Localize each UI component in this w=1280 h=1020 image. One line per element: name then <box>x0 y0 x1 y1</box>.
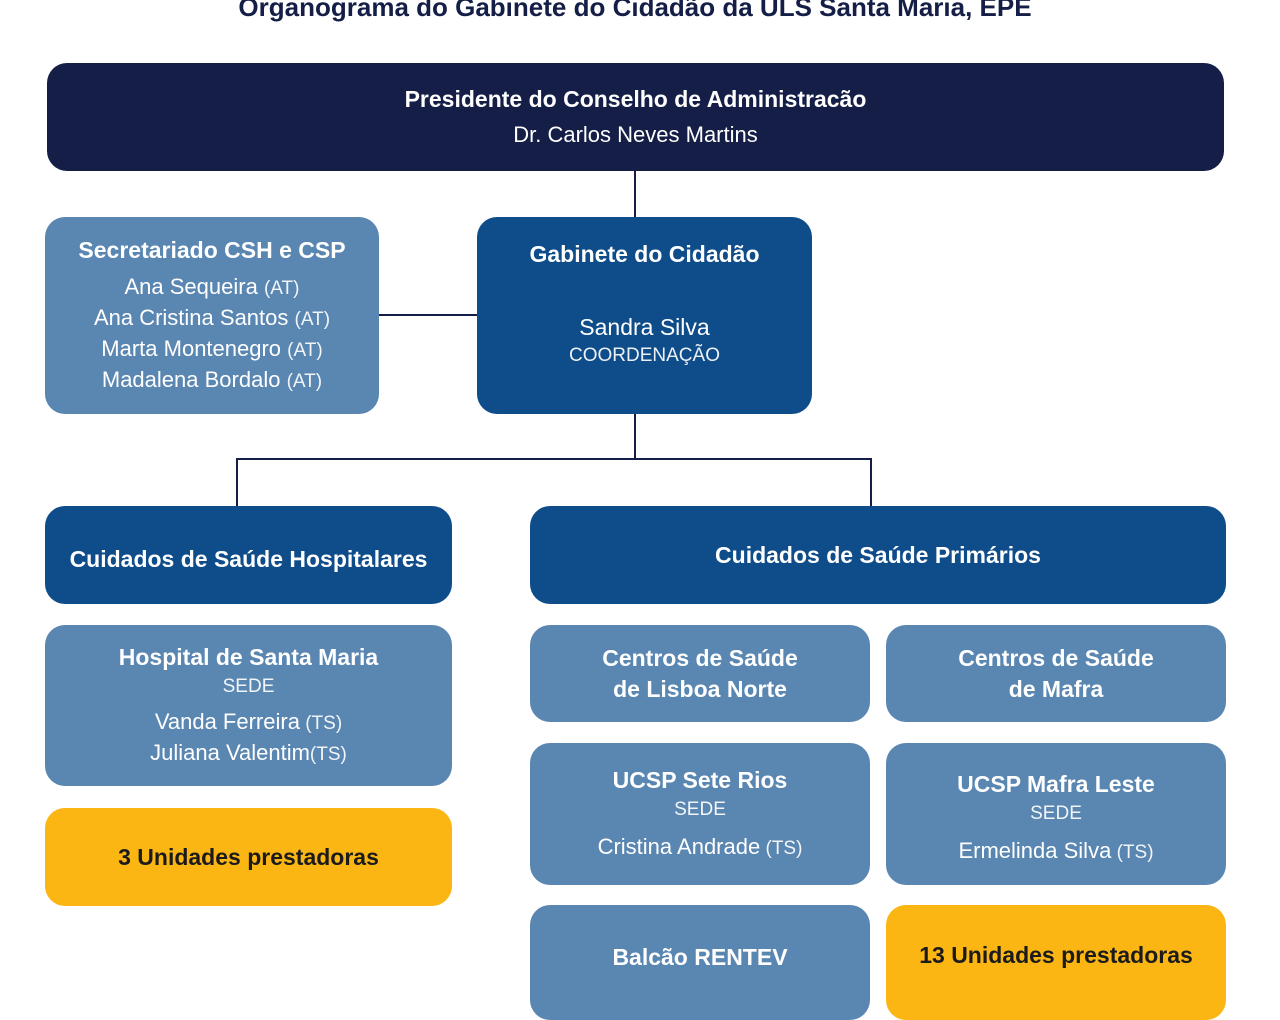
gabinete-role: COORDENAÇÃO <box>569 345 720 366</box>
seterios-box: UCSP Sete Rios SEDE Cristina Andrade (TS… <box>530 743 870 885</box>
hospital-title: Hospital de Santa Maria <box>118 644 379 670</box>
csp-title: Cuidados de Saúde Primários <box>715 541 1041 568</box>
mafra-line2: de Mafra <box>1008 675 1104 702</box>
secretariado-title: Secretariado CSH e CSP <box>78 237 346 263</box>
connector <box>634 414 636 460</box>
member: Cristina Andrade (TS) <box>597 834 803 859</box>
connector <box>870 458 872 506</box>
seterios-title: UCSP Sete Rios <box>612 767 788 793</box>
member: Juliana Valentim(TS) <box>150 740 347 765</box>
lisboa-line1: Centros de Saúde <box>602 644 798 671</box>
connector <box>379 314 477 316</box>
member: Ermelinda Silva (TS) <box>958 838 1154 863</box>
mafra-line1: Centros de Saúde <box>958 644 1154 671</box>
mafraleste-title: UCSP Mafra Leste <box>957 771 1155 797</box>
hospital-box: Hospital de Santa Maria SEDE Vanda Ferre… <box>45 625 452 786</box>
csp-units: 13 Unidades prestadoras <box>919 942 1193 968</box>
hospital-sub: SEDE <box>222 676 275 697</box>
gabinete-box: Gabinete do Cidadão Sandra Silva COORDEN… <box>477 217 812 414</box>
connector <box>236 458 872 460</box>
csh-title: Cuidados de Saúde Hospitalares <box>69 545 428 572</box>
member: Ana Cristina Santos (AT) <box>93 305 331 330</box>
president-box: Presidente do Conselho de Administracão … <box>47 63 1224 171</box>
balcao-box: Balcão RENTEV <box>530 905 870 1020</box>
gabinete-title: Gabinete do Cidadão <box>529 241 760 267</box>
csh-units: 3 Unidades prestadoras <box>118 843 379 870</box>
csp-units-box: 13 Unidades prestadoras <box>886 905 1226 1020</box>
president-role: Presidente do Conselho de Administracão <box>404 86 867 112</box>
csh-units-box: 3 Unidades prestadoras <box>45 808 452 906</box>
seterios-sub: SEDE <box>674 799 726 820</box>
member: Vanda Ferreira (TS) <box>154 709 343 734</box>
member: Ana Sequeira (AT) <box>124 274 300 299</box>
gabinete-name: Sandra Silva <box>579 314 710 340</box>
mafra-box: Centros de Saúde de Mafra <box>886 625 1226 722</box>
balcao-label: Balcão RENTEV <box>612 944 788 970</box>
member: Marta Montenegro (AT) <box>101 336 323 361</box>
lisboa-line2: de Lisboa Norte <box>613 675 787 702</box>
connector <box>634 171 636 217</box>
connector <box>236 458 238 506</box>
member: Madalena Bordalo (AT) <box>101 367 323 392</box>
lisboa-box: Centros de Saúde de Lisboa Norte <box>530 625 870 722</box>
chart-title: Organograma do Gabinete do Cidadão da UL… <box>238 0 1032 22</box>
mafraleste-sub: SEDE <box>1030 803 1082 824</box>
mafraleste-box: UCSP Mafra Leste SEDE Ermelinda Silva (T… <box>886 743 1226 885</box>
president-name: Dr. Carlos Neves Martins <box>513 122 758 147</box>
csh-box: Cuidados de Saúde Hospitalares <box>45 506 452 604</box>
csp-box: Cuidados de Saúde Primários <box>530 506 1226 604</box>
secretariado-box: Secretariado CSH e CSP Ana Sequeira (AT)… <box>45 217 379 414</box>
